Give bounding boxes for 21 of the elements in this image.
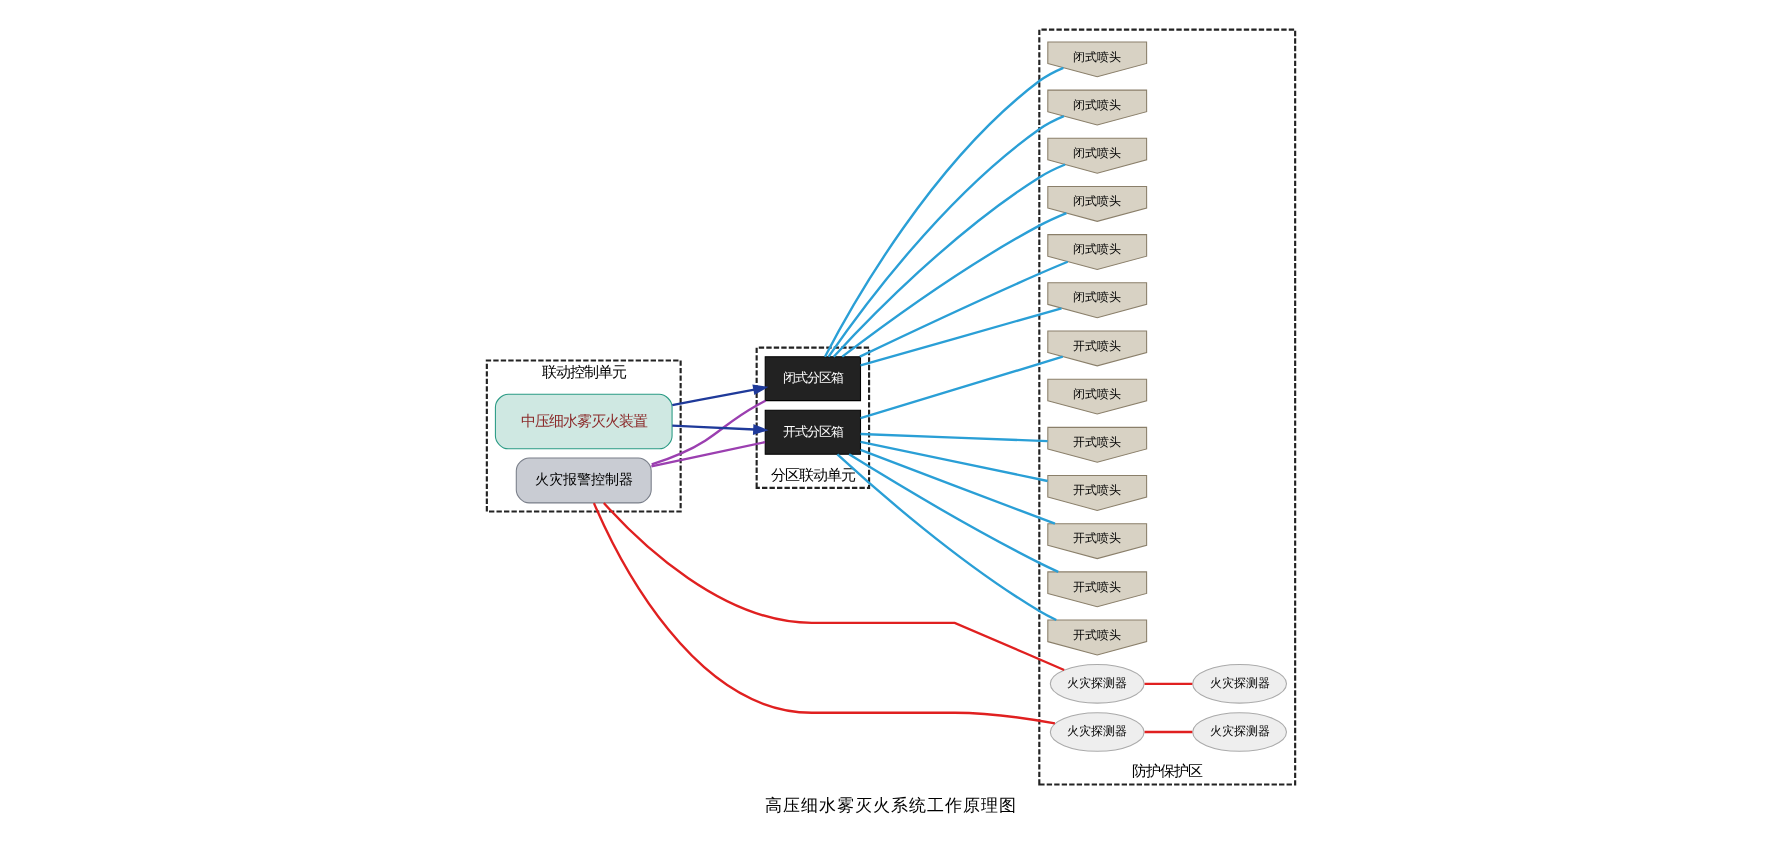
connector xyxy=(650,399,766,466)
connector xyxy=(840,211,1066,358)
connector xyxy=(601,502,1064,672)
connector xyxy=(1143,730,1192,734)
connector xyxy=(858,260,1068,358)
connector xyxy=(591,502,1055,725)
connector xyxy=(859,307,1061,367)
connector xyxy=(859,432,1047,443)
connector xyxy=(831,163,1065,358)
connector xyxy=(859,355,1063,420)
connector xyxy=(835,453,1056,622)
connector xyxy=(822,66,1063,358)
connector xyxy=(650,441,765,468)
connector xyxy=(859,448,1055,525)
connector xyxy=(859,440,1047,483)
diagram-title: 高压细水雾灭火系统工作原理图 xyxy=(764,797,1016,818)
connector xyxy=(1143,682,1192,686)
arrow xyxy=(671,384,768,407)
connector xyxy=(826,115,1064,358)
arrow xyxy=(671,424,768,435)
connector xyxy=(847,453,1058,573)
